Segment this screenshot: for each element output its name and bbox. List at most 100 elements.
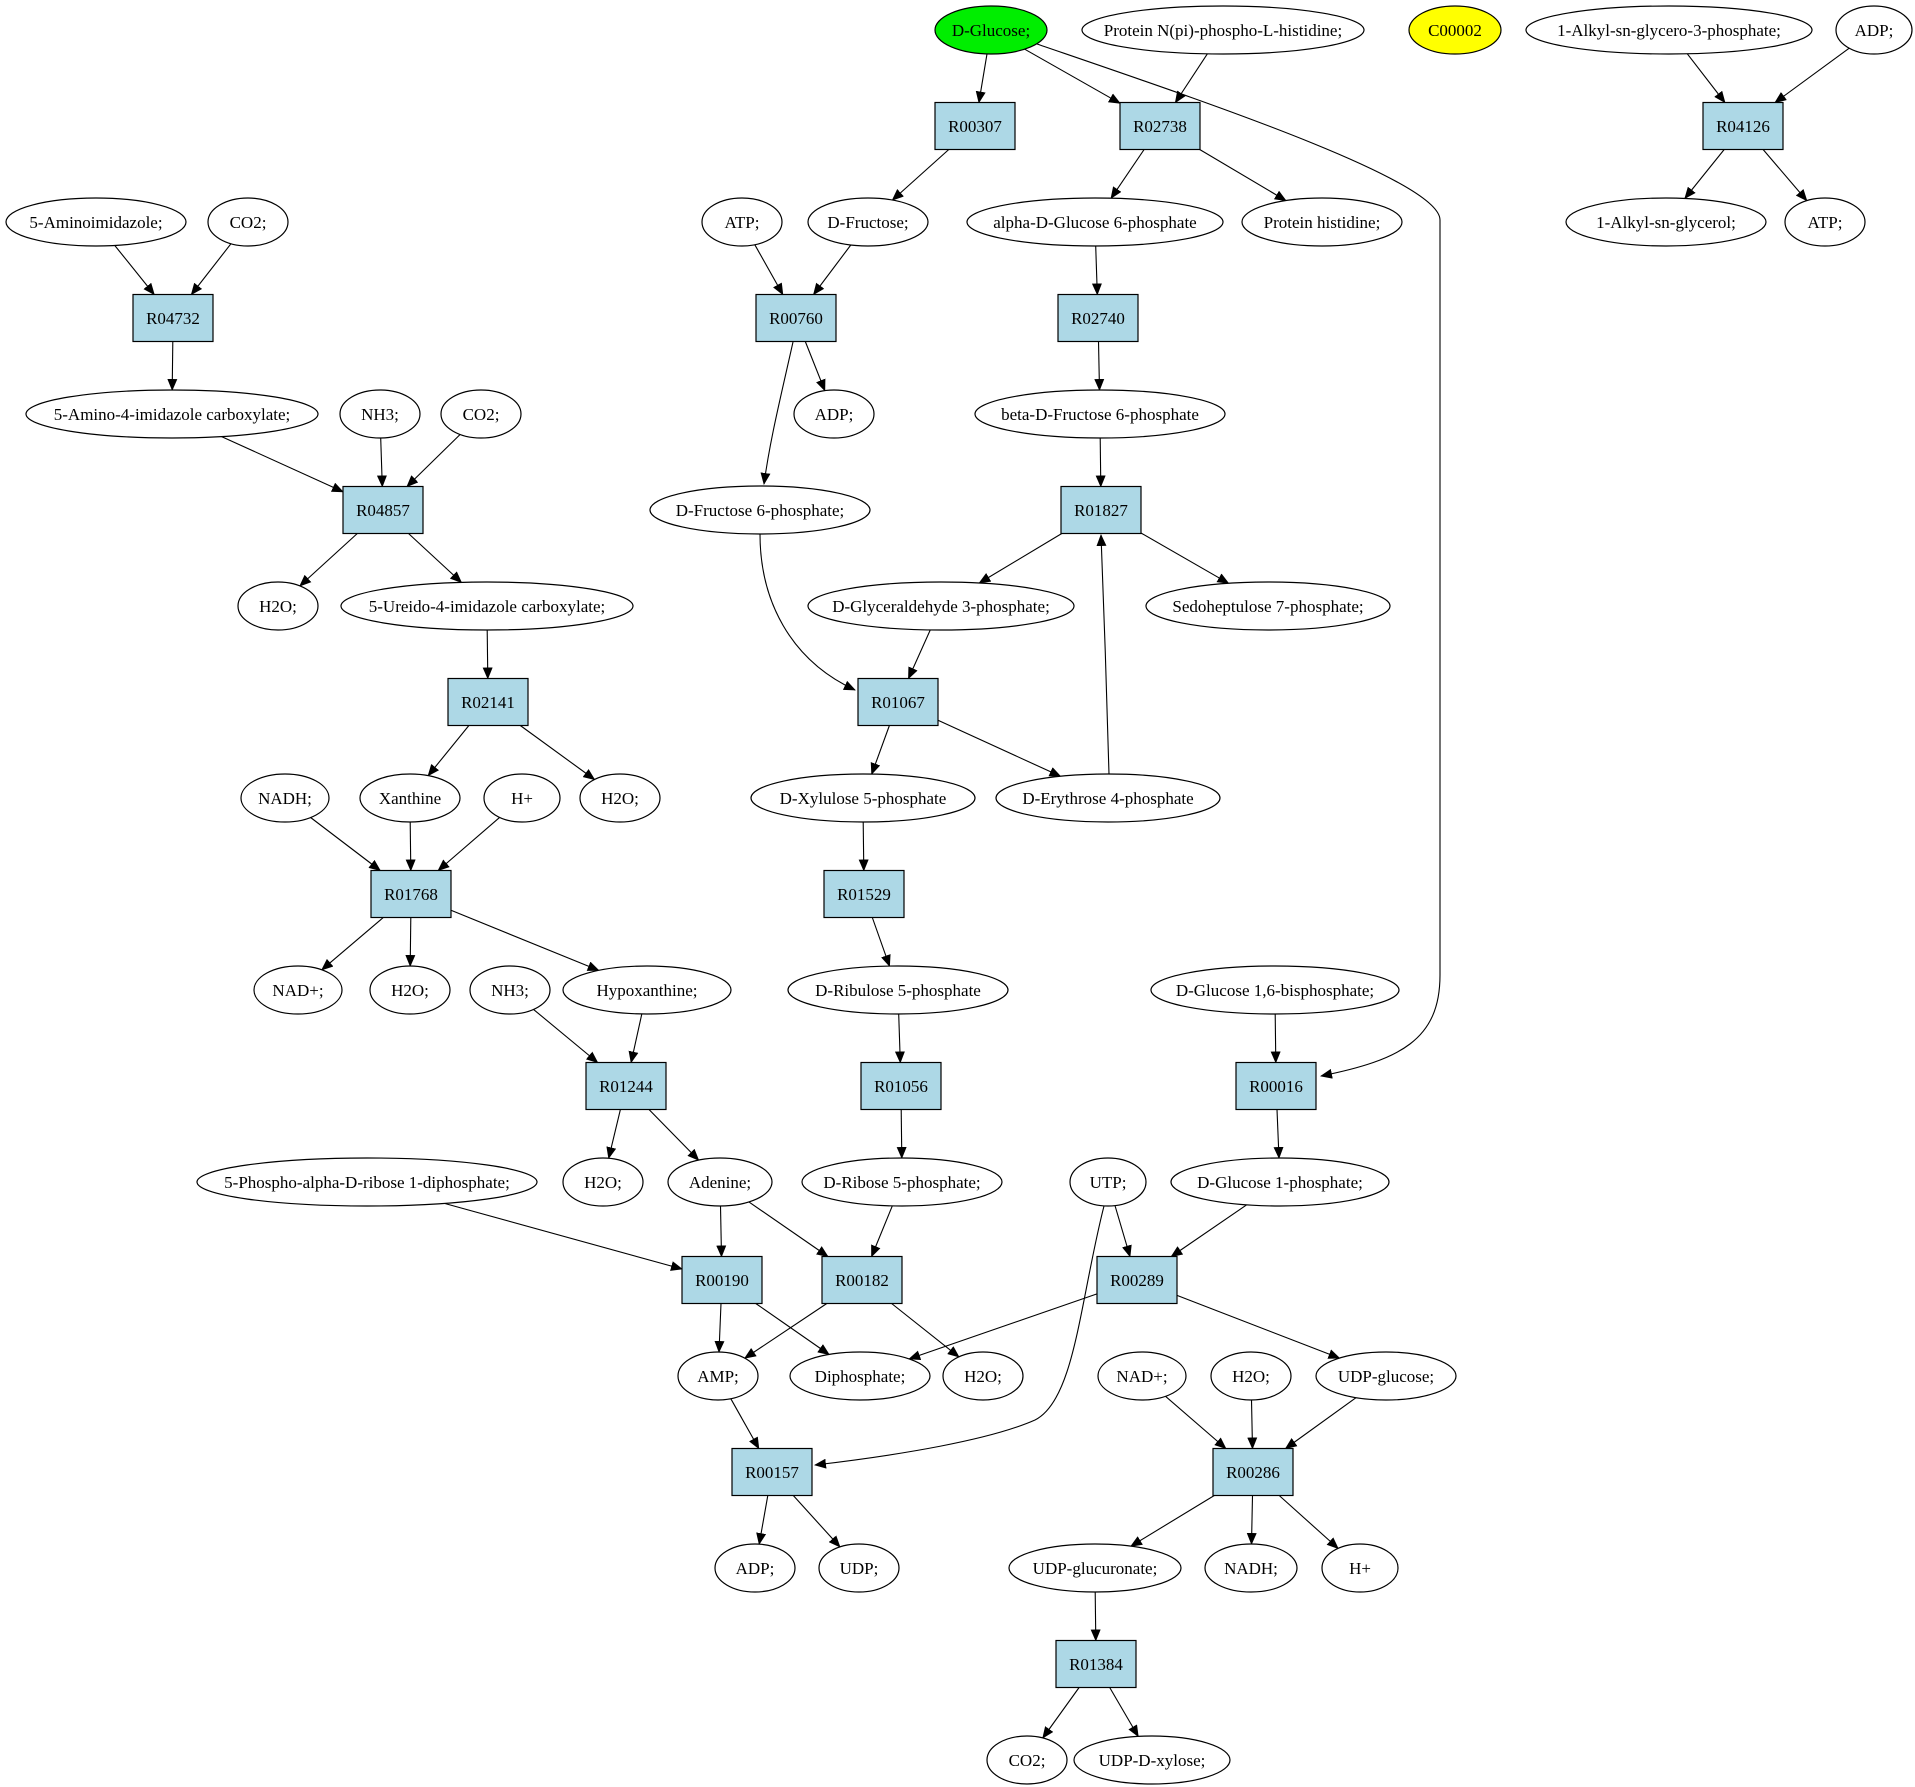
compound-ellipse xyxy=(469,965,551,1015)
compound-ellipse xyxy=(240,773,330,823)
compound-label: UDP; xyxy=(840,1559,879,1578)
compound-node-atp_a[interactable]: ATP; xyxy=(701,197,783,247)
compound-node-adg6p[interactable]: alpha-D-Glucose 6-phosphate xyxy=(966,197,1224,247)
compound-node-prothis[interactable]: Protein histidine; xyxy=(1241,197,1403,247)
compound-node-adp_a[interactable]: ADP; xyxy=(793,389,875,439)
compound-node-adp_b[interactable]: ADP; xyxy=(714,1543,796,1593)
compound-node-h2o_f[interactable]: H2O; xyxy=(1210,1351,1292,1401)
compound-node-udpglc[interactable]: UDP-glucose; xyxy=(1315,1351,1457,1401)
reaction-box xyxy=(132,293,214,343)
compound-node-aminoimid[interactable]: 5-Aminoimidazole; xyxy=(5,197,187,247)
reaction-node-r01056[interactable]: R01056 xyxy=(860,1061,942,1111)
compound-label: D-Glucose; xyxy=(952,21,1030,40)
compound-node-nh3_a[interactable]: NH3; xyxy=(339,389,421,439)
compound-node-dfructose[interactable]: D-Fructose; xyxy=(807,197,929,247)
compound-node-adenine[interactable]: Adenine; xyxy=(667,1157,773,1207)
edge-adg6p-to-r02740 xyxy=(1091,245,1102,296)
compound-node-h2o_a[interactable]: H2O; xyxy=(237,581,319,631)
compound-node-hplus_a[interactable]: H+ xyxy=(483,773,561,823)
edge-hypox-to-r01244 xyxy=(628,1013,643,1064)
edge-co2_b-to-r04857 xyxy=(406,434,461,488)
reaction-node-r01244[interactable]: R01244 xyxy=(585,1061,667,1111)
reaction-node-r01768[interactable]: R01768 xyxy=(370,869,452,919)
compound-node-dxyl5p[interactable]: D-Xylulose 5-phosphate xyxy=(750,773,976,823)
compound-node-atp_b[interactable]: ATP; xyxy=(1784,197,1866,247)
compound-node-nadh_a[interactable]: NADH; xyxy=(240,773,330,823)
compound-node-drib5p[interactable]: D-Ribulose 5-phosphate xyxy=(787,965,1009,1015)
compound-ellipse xyxy=(440,389,522,439)
compound-node-xanthine[interactable]: Xanthine xyxy=(359,773,461,823)
reaction-node-r00286[interactable]: R00286 xyxy=(1212,1447,1294,1497)
compound-node-udpxyl[interactable]: UDP-D-xylose; xyxy=(1073,1735,1231,1785)
compound-node-nadplus_b[interactable]: NAD+; xyxy=(1097,1351,1187,1401)
edge-r01827-to-sed7p xyxy=(1140,532,1230,584)
reaction-node-r00190[interactable]: R00190 xyxy=(681,1255,763,1305)
reaction-node-r00016[interactable]: R00016 xyxy=(1235,1061,1317,1111)
edge-r04732-to-amimcarb xyxy=(167,341,178,391)
compound-node-amimcarb[interactable]: 5-Amino-4-imidazole carboxylate; xyxy=(25,389,319,439)
compound-node-protnphis[interactable]: Protein N(pi)-phospho-L-histidine; xyxy=(1081,5,1365,55)
compound-node-dg3p[interactable]: D-Glyceraldehyde 3-phosphate; xyxy=(807,581,1075,631)
compound-node-co2_a[interactable]: CO2; xyxy=(207,197,289,247)
compound-node-ureido[interactable]: 5-Ureido-4-imidazole carboxylate; xyxy=(340,581,634,631)
reaction-node-r01827[interactable]: R01827 xyxy=(1060,485,1142,535)
compound-node-nadh_b[interactable]: NADH; xyxy=(1204,1543,1298,1593)
reaction-node-r04732[interactable]: R04732 xyxy=(132,293,214,343)
compound-node-hplus_b[interactable]: H+ xyxy=(1321,1543,1399,1593)
reaction-node-r02738[interactable]: R02738 xyxy=(1119,101,1201,151)
compound-ellipse xyxy=(649,485,871,535)
edge-dxyl5p-to-r01529 xyxy=(858,821,869,872)
reaction-node-r00307[interactable]: R00307 xyxy=(934,101,1016,151)
compound-node-h2o_b[interactable]: H2O; xyxy=(579,773,661,823)
compound-ellipse xyxy=(207,197,289,247)
compound-node-alkylg[interactable]: 1-Alkyl-sn-glycerol; xyxy=(1565,197,1767,247)
reaction-node-r00289[interactable]: R00289 xyxy=(1096,1255,1178,1305)
reaction-node-r01384[interactable]: R01384 xyxy=(1055,1639,1137,1689)
compound-node-nh3_b[interactable]: NH3; xyxy=(469,965,551,1015)
compound-node-udp[interactable]: UDP; xyxy=(818,1543,900,1593)
edge-r01384-to-co2_c xyxy=(1042,1687,1080,1739)
compound-node-c00002[interactable]: C00002 xyxy=(1408,5,1502,55)
compound-label: 5-Phospho-alpha-D-ribose 1-diphosphate; xyxy=(224,1173,510,1192)
compound-node-amp[interactable]: AMP; xyxy=(677,1351,759,1401)
reaction-label: R00016 xyxy=(1249,1077,1303,1096)
compound-node-co2_b[interactable]: CO2; xyxy=(440,389,522,439)
compound-node-h2o_c[interactable]: H2O; xyxy=(369,965,451,1015)
compound-node-bdf6p[interactable]: beta-D-Fructose 6-phosphate xyxy=(974,389,1226,439)
edge-dery4p-to-r01827 xyxy=(1096,534,1110,775)
reaction-node-r04857[interactable]: R04857 xyxy=(342,485,424,535)
compound-node-h2o_e[interactable]: H2O; xyxy=(942,1351,1024,1401)
compound-node-df6p[interactable]: D-Fructose 6-phosphate; xyxy=(649,485,871,535)
reaction-node-r04126[interactable]: R04126 xyxy=(1702,101,1784,151)
compound-node-dery4p[interactable]: D-Erythrose 4-phosphate xyxy=(995,773,1221,823)
compound-node-h2o_d[interactable]: H2O; xyxy=(562,1157,644,1207)
compound-node-co2_c[interactable]: CO2; xyxy=(986,1735,1068,1785)
compound-node-dglucose[interactable]: D-Glucose; xyxy=(934,5,1048,55)
reaction-node-r00760[interactable]: R00760 xyxy=(755,293,837,343)
compound-node-hypox[interactable]: Hypoxanthine; xyxy=(562,965,732,1015)
reaction-node-r02141[interactable]: R02141 xyxy=(447,677,529,727)
reaction-node-r01529[interactable]: R01529 xyxy=(823,869,905,919)
compound-node-adp_top[interactable]: ADP; xyxy=(1835,5,1913,55)
compound-node-utp[interactable]: UTP; xyxy=(1069,1157,1147,1207)
compound-node-nadplus_a[interactable]: NAD+; xyxy=(253,965,343,1015)
edge-r00289-to-udpglc xyxy=(1176,1294,1341,1359)
compound-node-alkylg3p[interactable]: 1-Alkyl-sn-glycero-3-phosphate; xyxy=(1525,5,1813,55)
compound-node-sed7p[interactable]: Sedoheptulose 7-phosphate; xyxy=(1145,581,1391,631)
compound-node-prpp[interactable]: 5-Phospho-alpha-D-ribose 1-diphosphate; xyxy=(196,1157,538,1207)
edge-r00760-to-adp_a xyxy=(804,341,826,392)
compound-ellipse xyxy=(369,965,451,1015)
reaction-node-r00157[interactable]: R00157 xyxy=(731,1447,813,1497)
compound-node-udpglcu[interactable]: UDP-glucuronate; xyxy=(1008,1543,1182,1593)
reaction-label: R00289 xyxy=(1110,1271,1164,1290)
reaction-label: R00307 xyxy=(948,117,1002,136)
compound-node-dg16bp[interactable]: D-Glucose 1,6-bisphosphate; xyxy=(1150,965,1400,1015)
reaction-node-r01067[interactable]: R01067 xyxy=(857,677,939,727)
reaction-box xyxy=(1060,485,1142,535)
compound-node-drbo5p[interactable]: D-Ribose 5-phosphate; xyxy=(801,1157,1003,1207)
compound-node-dg1p[interactable]: D-Glucose 1-phosphate; xyxy=(1170,1157,1390,1207)
reaction-node-r00182[interactable]: R00182 xyxy=(821,1255,903,1305)
compound-label: H2O; xyxy=(259,597,297,616)
compound-node-diphos[interactable]: Diphosphate; xyxy=(789,1351,931,1401)
reaction-node-r02740[interactable]: R02740 xyxy=(1057,293,1139,343)
